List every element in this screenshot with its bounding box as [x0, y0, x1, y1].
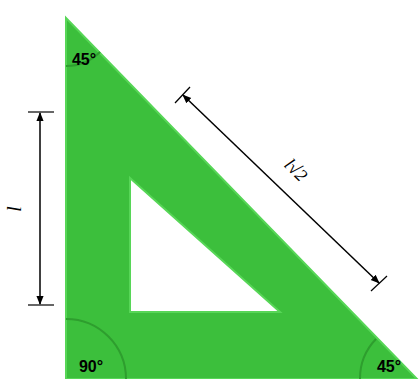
extension-line	[175, 87, 190, 103]
extension-line	[28, 111, 54, 112]
angle-arc	[360, 339, 376, 379]
set-square	[66, 18, 417, 379]
dimension-line	[39, 113, 41, 304]
dimension-line	[183, 95, 379, 283]
dimension-label: l√2	[281, 155, 311, 185]
angle-label: 45°	[72, 52, 96, 68]
angle-label: 90°	[79, 359, 103, 375]
angle-label: 45°	[377, 359, 401, 375]
angle-arc	[66, 319, 126, 379]
extension-line	[28, 304, 54, 305]
dimension-label: l	[4, 206, 24, 212]
